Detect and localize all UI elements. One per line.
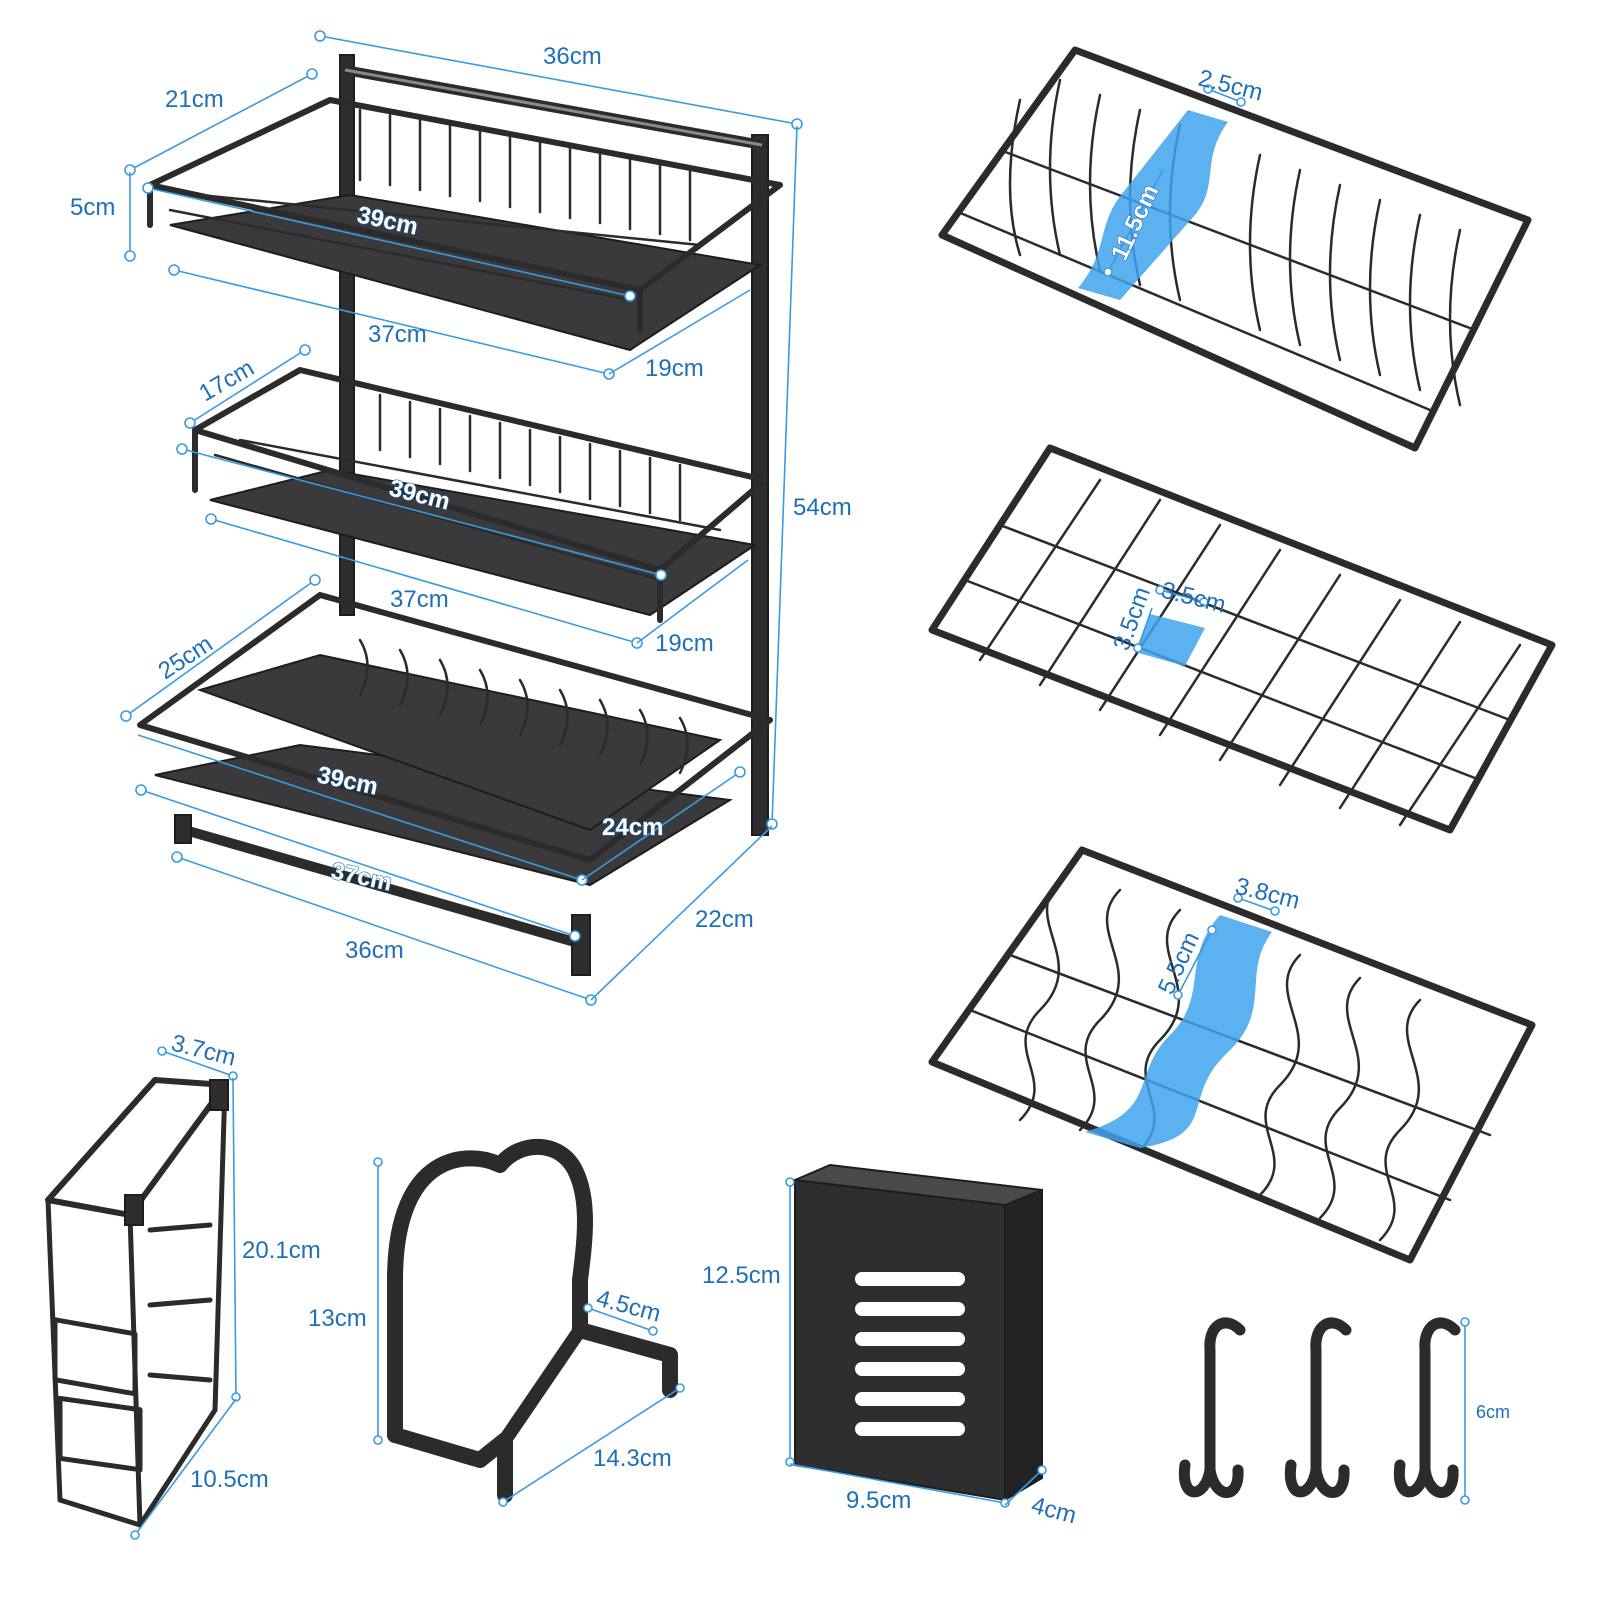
basket-bottom-frame bbox=[928, 846, 1536, 1264]
basket-top-frame bbox=[938, 46, 1532, 452]
s-hooks: 6cm bbox=[1178, 1317, 1510, 1505]
basket-top-slot-highlight bbox=[1078, 110, 1228, 300]
basket-height-label: 5cm bbox=[70, 194, 115, 221]
board-holder: 13cm 4.5cm 14.3cm bbox=[308, 1138, 685, 1507]
total-height-label: 54cm bbox=[793, 494, 852, 521]
utensil-cup-depth-label: 4cm bbox=[1028, 1492, 1079, 1530]
base-towel-bar bbox=[180, 825, 590, 950]
tier-1-basket-frame bbox=[147, 97, 783, 293]
tier-3-wires bbox=[358, 638, 689, 775]
tier-1 bbox=[147, 97, 783, 352]
basket-bottom-slot-highlight bbox=[1085, 915, 1272, 1148]
tier-3-tray-depth-label: 24cm bbox=[602, 814, 663, 841]
tier-2-basket-frame bbox=[192, 367, 768, 573]
tier-3-drain-board bbox=[196, 653, 723, 832]
basket-top: 2.5cm 11.5cm bbox=[938, 46, 1532, 452]
board-holder-depth-label: 14.3cm bbox=[593, 1445, 672, 1472]
tier-1-wires bbox=[168, 108, 702, 302]
top-width-label: 36cm bbox=[543, 43, 602, 70]
tier-3 bbox=[137, 592, 773, 976]
base-depth-label: 22cm bbox=[695, 906, 754, 933]
tier-3-tray-length-label: 37cm bbox=[329, 857, 395, 896]
basket-middle-grid-a-label: 3.5cm bbox=[1159, 577, 1229, 619]
base-width-label: 36cm bbox=[345, 937, 404, 964]
tier-2-tray bbox=[209, 468, 758, 617]
utensil-cup-width-label: 9.5cm bbox=[846, 1487, 911, 1514]
tier-1-tray-length-label: 37cm bbox=[368, 321, 427, 348]
tier-2 bbox=[192, 367, 768, 623]
tier-2-tray-depth-label: 19cm bbox=[655, 630, 714, 657]
utensil-cup: 12.5cm 9.5cm 4cm bbox=[702, 1163, 1079, 1530]
knife-holder-height-label: 20.1cm bbox=[242, 1237, 321, 1264]
tier-2-wires bbox=[213, 393, 722, 582]
tier-2-tray-length-label: 37cm bbox=[390, 586, 449, 613]
hooks-height-label: 6cm bbox=[1476, 1402, 1510, 1422]
top-depth-label: 21cm bbox=[165, 86, 224, 113]
tier-1-tray bbox=[169, 193, 763, 352]
tier-3-basket-frame bbox=[137, 592, 773, 863]
knife-holder: 3.7cm 20.1cm 10.5cm bbox=[45, 1030, 321, 1540]
main-rack: 36cm 21cm 5cm 54cm 39cm 37cm 19cm bbox=[70, 30, 852, 1006]
basket-middle: 3.5cm 3.5cm bbox=[928, 444, 1556, 834]
utensil-cup-height-label: 12.5cm bbox=[702, 1262, 781, 1289]
basket-middle-frame bbox=[928, 444, 1556, 834]
basket-middle-grid-highlight bbox=[1135, 614, 1205, 666]
knife-holder-depth-label: 10.5cm bbox=[190, 1466, 269, 1493]
board-holder-foot-label: 4.5cm bbox=[593, 1285, 663, 1328]
board-holder-height-label: 13cm bbox=[308, 1305, 367, 1332]
tier-1-tray-depth-label: 19cm bbox=[645, 355, 704, 382]
